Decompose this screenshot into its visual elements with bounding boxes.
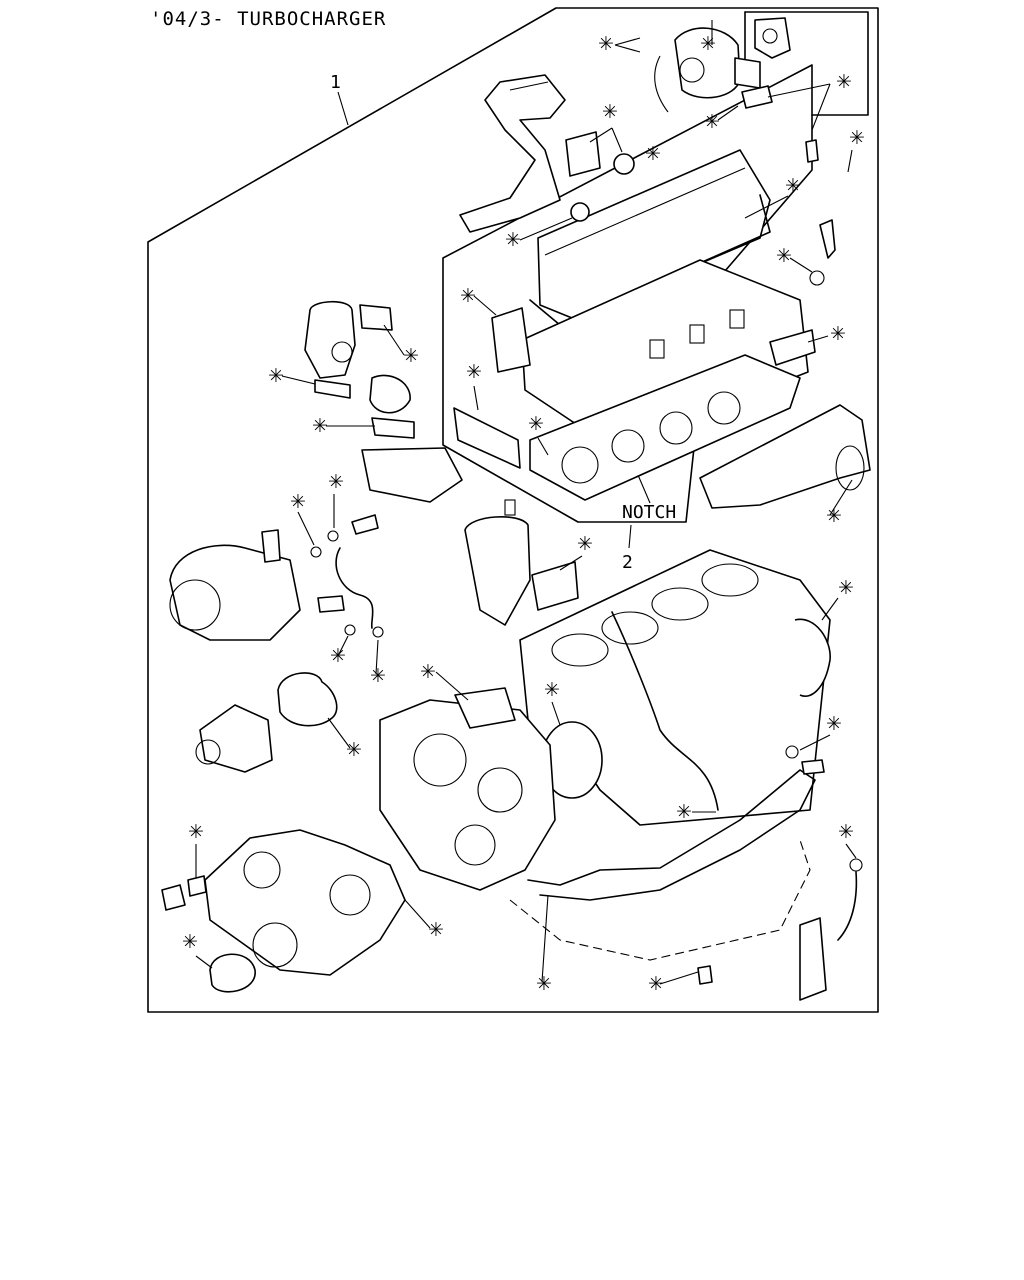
oil-seal-ring	[613, 153, 635, 175]
svg-text:✳: ✳	[188, 821, 204, 843]
gear-case-cover	[204, 829, 406, 976]
svg-text:✳: ✳	[290, 491, 306, 513]
water-outlet-gasket	[453, 407, 521, 469]
callout-2-label: 2	[622, 552, 633, 573]
crankshaft-oil-seal	[209, 953, 256, 993]
svg-text:✳: ✳	[466, 361, 482, 383]
oil-pipe-washer-b	[372, 626, 384, 638]
svg-text:✳: ✳	[536, 973, 552, 995]
water-pump-gasket	[277, 672, 338, 727]
exhaust-pipe-gasket	[741, 85, 773, 109]
svg-text:✳: ✳	[830, 323, 846, 345]
svg-text:✳: ✳	[346, 739, 362, 761]
exhaust-manifold	[699, 404, 871, 509]
side-cover-gasket	[491, 307, 531, 373]
thermostat-housing	[304, 300, 356, 379]
water-flange	[361, 447, 463, 503]
svg-text:✳: ✳	[785, 175, 801, 197]
svg-text:✳: ✳	[330, 645, 346, 667]
oil-filter-gasket	[531, 561, 579, 611]
drain-plug-washer	[785, 745, 799, 759]
callout-1-label: 1	[330, 72, 341, 93]
svg-text:✳: ✳	[370, 665, 386, 687]
timing-case-gasket	[454, 687, 516, 729]
svg-text:✳: ✳	[838, 577, 854, 599]
water-pump	[195, 704, 273, 773]
svg-text:✳: ✳	[838, 821, 854, 843]
oil-pipe-washer-a	[344, 624, 356, 636]
svg-text:✳: ✳	[182, 931, 198, 953]
oil-pressure-switch	[799, 917, 827, 1001]
svg-text:✳: ✳	[776, 245, 792, 267]
svg-text:✳: ✳	[826, 713, 842, 735]
svg-text:✳: ✳	[700, 33, 716, 55]
drain-bolt	[801, 759, 825, 775]
svg-text:✳: ✳	[836, 71, 852, 93]
exhaust-manifold-gasket	[769, 329, 816, 366]
svg-text:✳: ✳	[268, 365, 284, 387]
rocker-cover	[537, 149, 771, 319]
cover-plug	[161, 884, 186, 911]
turbo-gasket-frame	[744, 11, 869, 116]
svg-text:✳: ✳	[403, 345, 419, 367]
sump-drain-plug	[697, 965, 713, 985]
timing-gear-case	[379, 699, 556, 891]
svg-text:✳: ✳	[826, 505, 842, 527]
thermostat-gasket	[359, 304, 393, 331]
svg-text:✳: ✳	[505, 229, 521, 251]
cylinder-head	[521, 259, 809, 449]
turbocharger	[654, 27, 761, 113]
kit-marker: ✳	[598, 33, 614, 55]
page-title: '04/3- TURBOCHARGER	[150, 8, 387, 30]
intake-gasket	[565, 131, 601, 177]
injector	[819, 219, 836, 259]
svg-text:✳: ✳	[645, 143, 661, 165]
feed-pipe	[837, 871, 858, 941]
rear-seal-ring	[794, 618, 831, 697]
thermostat-cover-gasket	[314, 379, 351, 399]
nozzle-fitting	[805, 139, 819, 163]
oil-pan-gasket	[527, 769, 816, 901]
alternator-washer	[310, 546, 322, 558]
alternator-bolt	[351, 514, 379, 535]
cover-plug-gasket	[187, 875, 207, 897]
svg-text:✳: ✳	[648, 973, 664, 995]
svg-text:✳: ✳	[704, 111, 720, 133]
injector-washer	[809, 270, 825, 286]
water-flange-gasket	[371, 417, 415, 439]
feed-pipe-washer	[849, 858, 863, 872]
oil-filter-bracket	[464, 499, 531, 626]
notch-label: NOTCH	[622, 502, 676, 523]
dipstick-guide	[611, 611, 719, 811]
svg-text:✳: ✳	[312, 415, 328, 437]
svg-text:✳: ✳	[420, 661, 436, 683]
alternator-bolt-washer	[327, 530, 339, 542]
svg-text:✳: ✳	[528, 413, 544, 435]
svg-text:✳: ✳	[460, 285, 476, 307]
thermostat-seal	[369, 374, 411, 414]
svg-text:✳: ✳	[544, 679, 560, 701]
svg-text:✳: ✳	[602, 101, 618, 123]
oil-pipe-bolt	[317, 595, 345, 613]
oil-pipe	[335, 547, 374, 629]
kit-item-markers: ✳ ✳ ✳ ✳ ✳ ✳ ✳ ✳ ✳ ✳ ✳ ✳ ✳ ✳ ✳ ✳ ✳ ✳ ✳	[182, 20, 865, 995]
valve-cap-seal	[570, 202, 590, 222]
svg-text:✳: ✳	[676, 801, 692, 823]
head-gasket	[529, 354, 801, 501]
svg-text:✳: ✳	[428, 919, 444, 941]
oil-pan	[509, 839, 811, 961]
alternator	[169, 529, 301, 641]
intake-pipe	[459, 74, 566, 233]
svg-text:✳: ✳	[849, 127, 865, 149]
kit-1-boundary	[147, 7, 879, 1013]
turbo-gasket	[754, 17, 791, 59]
svg-text:✳: ✳	[577, 533, 593, 555]
svg-text:✳: ✳	[328, 471, 344, 493]
